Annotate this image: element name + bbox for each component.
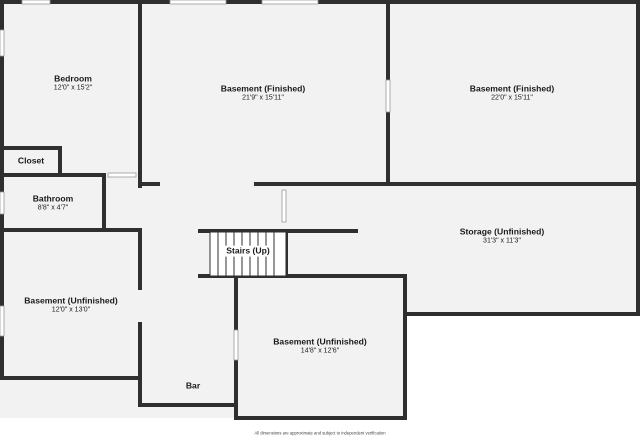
basement-unfinished-2-dimensions: 14'8" x 12'6"	[300, 346, 340, 354]
storage-dimensions: 31'3" x 11'3"	[483, 236, 521, 244]
room-label-storage: Storage (Unfinished) 31'3" x 11'3"	[460, 226, 545, 245]
basement-finished-1-name: Basement (Finished)	[220, 83, 306, 94]
floor-fill	[0, 0, 640, 418]
basement-finished-2-dimensions: 22'0" x 15'11"	[491, 93, 533, 101]
windows	[0, 0, 391, 361]
room-label-bar: Bar	[186, 381, 200, 392]
room-label-basement-unfinished-1: Basement (Unfinished) 12'0" x 13'0"	[24, 295, 118, 314]
basement-finished-1-dimensions: 21'9" x 15'11"	[242, 93, 284, 101]
room-label-bathroom: Bathroom 8'8" x 4'7"	[33, 193, 74, 212]
bathroom-dimensions: 8'8" x 4'7"	[37, 203, 69, 211]
basement-unfinished-1-dimensions: 12'0" x 13'0"	[51, 305, 91, 313]
basement-finished-2-name: Basement (Finished)	[469, 83, 555, 94]
room-label-stairs: Stairs (Up)	[224, 245, 272, 257]
room-label-basement-unfinished-2: Basement (Unfinished) 14'8" x 12'6"	[273, 336, 367, 355]
closet-name: Closet	[17, 155, 45, 166]
walls	[0, 0, 640, 420]
stairs-name: Stairs (Up)	[226, 245, 270, 256]
bathroom-name: Bathroom	[32, 193, 74, 204]
dimensions-disclaimer: All dimensions are approximate and subje…	[254, 430, 386, 436]
bar-name: Bar	[185, 380, 201, 391]
storage-name: Storage (Unfinished)	[459, 226, 545, 237]
wall-openings	[136, 290, 144, 322]
room-label-closet: Closet	[18, 156, 44, 167]
room-label-basement-finished-2: Basement (Finished) 22'0" x 15'11"	[470, 83, 555, 102]
bedroom-dimensions: 12'0" x 15'2"	[53, 83, 93, 91]
basement-unfinished-2-name: Basement (Unfinished)	[273, 336, 367, 347]
room-label-bedroom: Bedroom 12'0" x 15'2"	[54, 73, 92, 92]
room-label-basement-finished-1: Basement (Finished) 21'9" x 15'11"	[221, 83, 306, 102]
basement-unfinished-1-name: Basement (Unfinished)	[24, 295, 118, 306]
bedroom-name: Bedroom	[54, 73, 92, 84]
